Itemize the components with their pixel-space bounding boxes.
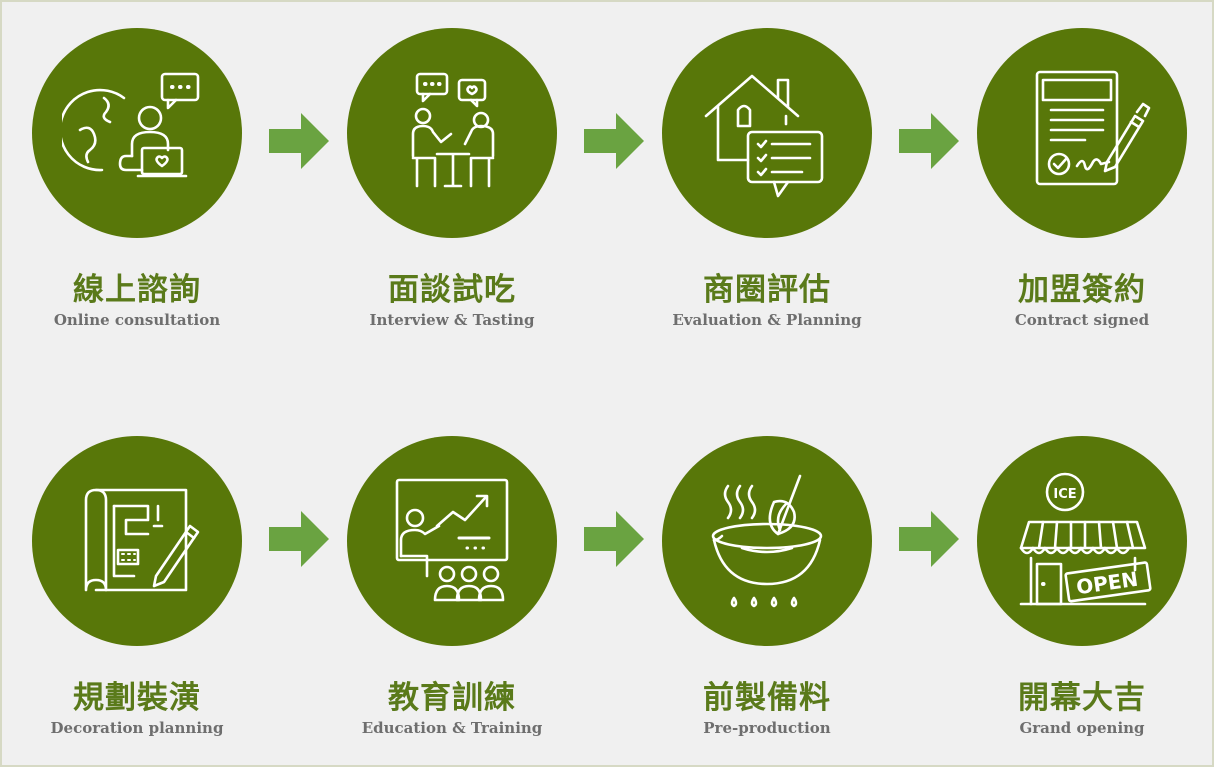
step-title-en: Contract signed [1014, 311, 1150, 329]
mixing-bowl-icon [662, 436, 872, 646]
step-title-zh: 商圈評估 [703, 272, 831, 308]
contract-icon [977, 28, 1187, 238]
blueprint-icon [32, 436, 242, 646]
step-title-zh: 面談試吃 [388, 272, 516, 308]
step-education-training: 教育訓練 Education & Training [332, 436, 572, 738]
step-title-en: Evaluation & Planning [672, 311, 862, 329]
step-title-en: Pre-production [703, 719, 831, 737]
step-title-en: Grand opening [1019, 719, 1145, 737]
step-pre-production: 前製備料 Pre-production [647, 436, 887, 738]
arrow-right-icon [899, 113, 959, 169]
online-consultation-icon [32, 28, 242, 238]
interview-icon [347, 28, 557, 238]
step-title-zh: 前製備料 [703, 680, 831, 716]
step-online-consultation: 線上諮詢 Online consultation [17, 28, 257, 330]
step-title-en: Decoration planning [50, 719, 224, 737]
step-interview-tasting: 面談試吃 Interview & Tasting [332, 28, 572, 330]
arrow-right-icon [899, 511, 959, 567]
arrow-right-icon [584, 113, 644, 169]
open-store-icon: ICE OPEN [977, 436, 1187, 646]
step-title-zh: 加盟簽約 [1018, 272, 1146, 308]
step-title-zh: 線上諮詢 [73, 272, 201, 308]
house-evaluation-icon [662, 28, 872, 238]
step-title-zh: 規劃裝潢 [73, 680, 201, 716]
step-decoration-planning: 規劃裝潢 Decoration planning [17, 436, 257, 738]
step-grand-opening: ICE OPEN 開幕大吉 Grand opening [962, 436, 1202, 738]
step-contract-signed: 加盟簽約 Contract signed [962, 28, 1202, 330]
ice-sign-text: ICE [1053, 487, 1076, 502]
step-title-en: Interview & Tasting [369, 311, 535, 329]
step-title-zh: 開幕大吉 [1018, 680, 1146, 716]
step-title-en: Online consultation [53, 311, 221, 329]
arrow-right-icon [269, 113, 329, 169]
step-evaluation-planning: 商圈評估 Evaluation & Planning [647, 28, 887, 330]
training-icon [347, 436, 557, 646]
step-title-zh: 教育訓練 [388, 680, 516, 716]
arrow-right-icon [269, 511, 329, 567]
arrow-right-icon [584, 511, 644, 567]
step-title-en: Education & Training [361, 719, 543, 737]
